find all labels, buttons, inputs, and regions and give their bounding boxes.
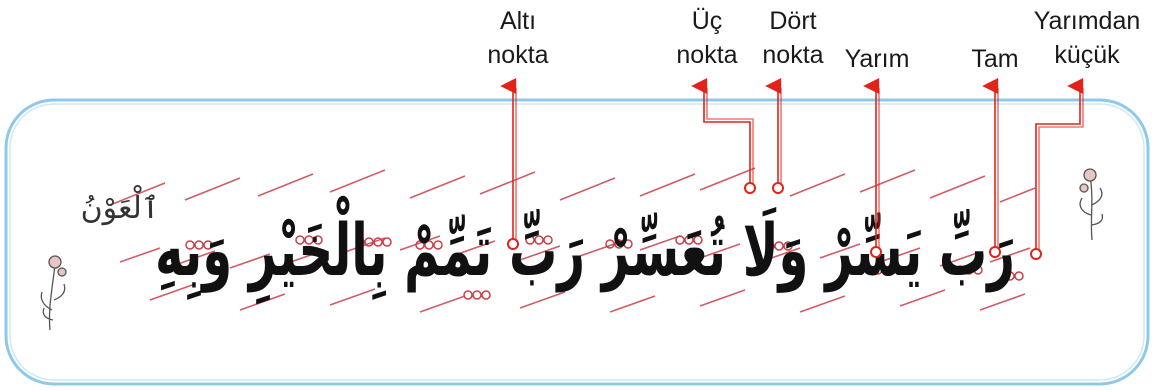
label-tam-line1: Tam: [971, 45, 1019, 73]
guide-strokes: [109, 167, 1036, 313]
pointer-end-circles: [507, 182, 1042, 260]
pointer-end-dort: [772, 182, 784, 194]
label-yarim: Yarım: [832, 42, 922, 76]
pointer-yarimdan: [1035, 78, 1084, 252]
label-uc-line2: nokta: [676, 41, 738, 69]
label-dort-nokta: Dört nokta: [748, 4, 838, 72]
label-yarim-line1: Yarım: [844, 45, 910, 73]
pointer-end-yarimdan: [1030, 248, 1042, 260]
label-tam: Tam: [955, 42, 1035, 76]
dot-markers: [185, 235, 1024, 300]
label-alti-nokta: Altı nokta: [478, 4, 558, 72]
pointer-end-yarim: [870, 246, 882, 258]
pointer-end-tam: [989, 246, 1001, 258]
label-dort-line1: Dört: [769, 7, 817, 35]
frame-border-inner: [9, 103, 1145, 381]
calligraphy-caption: ٱلْعَوْنُ: [81, 185, 160, 226]
label-yarimdan-line2: küçük: [1054, 41, 1120, 69]
label-dort-line2: nokta: [762, 41, 824, 69]
calligraphy-main: رَبِّ يَسِّرْ وَلَا تُعَسِّرْ رَبِّ تَمِ…: [155, 196, 1015, 304]
label-uc-line1: Üç: [691, 7, 723, 35]
label-alti-line2: nokta: [487, 41, 549, 69]
label-yarimdan-line1: Yarımdan: [1033, 7, 1141, 35]
frame-border: [4, 98, 1150, 386]
label-alti-line1: Altı: [499, 7, 537, 35]
label-yarimdan-kucuk: Yarımdan küçük: [1022, 4, 1152, 72]
pointer-end-alti: [507, 238, 519, 250]
flower-ornament-right: [1079, 168, 1104, 241]
pointer-lines: [500, 78, 1084, 252]
pointer-end-uc: [744, 182, 756, 194]
flower-ornament-left: [40, 255, 67, 331]
pointer-uc: [691, 78, 751, 186]
label-uc-nokta: Üç nokta: [662, 4, 752, 72]
